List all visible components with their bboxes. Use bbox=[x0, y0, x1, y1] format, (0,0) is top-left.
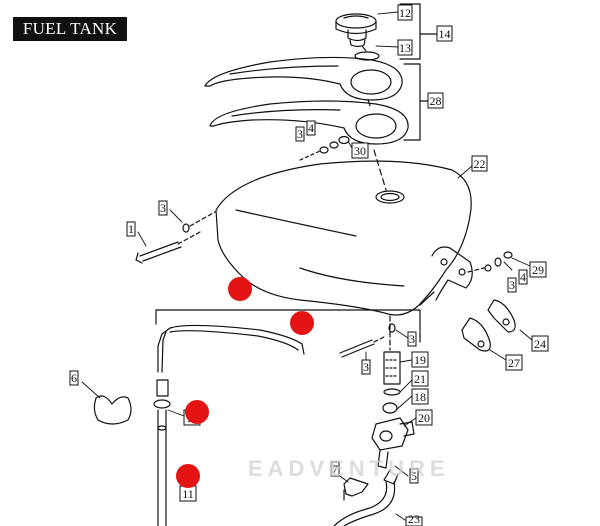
red-marker-2 bbox=[290, 311, 314, 335]
callout-number: 29 bbox=[532, 263, 544, 277]
red-markers bbox=[176, 277, 314, 488]
callout-number: 3 bbox=[160, 201, 166, 215]
callout-number: 13 bbox=[399, 41, 411, 55]
callout-13: 13 bbox=[397, 39, 413, 56]
callout-number: 30 bbox=[354, 144, 366, 158]
rear-fasteners bbox=[467, 251, 513, 273]
callout-number: 19 bbox=[414, 353, 426, 367]
bracket-27 bbox=[461, 317, 491, 352]
callout-3: 3 bbox=[507, 277, 517, 293]
callout-number: 20 bbox=[418, 411, 430, 425]
callout-24: 24 bbox=[531, 335, 549, 352]
callout-number: 22 bbox=[474, 157, 486, 171]
callout-1: 1 bbox=[126, 221, 136, 237]
callout-number: 14 bbox=[439, 27, 451, 41]
callout-22: 22 bbox=[471, 155, 488, 172]
callout-4: 4 bbox=[306, 120, 316, 136]
callout-number: 4 bbox=[520, 270, 526, 284]
gasket-ring bbox=[354, 51, 380, 61]
callout-6: 6 bbox=[69, 370, 79, 386]
red-marker-4 bbox=[176, 464, 200, 488]
callout-number: 11 bbox=[182, 487, 194, 501]
vent-line-bracket bbox=[155, 309, 421, 373]
front-bolt bbox=[135, 211, 216, 264]
callout-number: 3 bbox=[409, 332, 415, 346]
callout-3: 3 bbox=[407, 331, 417, 347]
callout-29: 29 bbox=[529, 261, 547, 278]
callout-18: 18 bbox=[411, 388, 429, 405]
callout-number: 6 bbox=[71, 371, 77, 385]
callout-28: 28 bbox=[427, 92, 444, 109]
tank-console-lower bbox=[209, 100, 409, 145]
hose-clamp bbox=[93, 395, 132, 425]
callout-23: 23 bbox=[405, 512, 423, 526]
red-marker-1 bbox=[228, 277, 252, 301]
callout-number: 3 bbox=[509, 278, 515, 292]
callout-number: 3 bbox=[363, 360, 369, 374]
callout-labels: 1213142834302213294324273319211820610117… bbox=[69, 4, 549, 526]
callout-number: 18 bbox=[414, 390, 426, 404]
callout-20: 20 bbox=[415, 409, 433, 426]
red-marker-3 bbox=[185, 400, 209, 424]
bracket-28 bbox=[403, 63, 421, 141]
callout-3: 3 bbox=[158, 200, 168, 216]
callout-number: 5 bbox=[411, 469, 417, 483]
diagram-title: FUEL TANK bbox=[13, 17, 127, 41]
callout-21: 21 bbox=[411, 370, 429, 387]
fuel-tank-body bbox=[215, 160, 473, 316]
fuel-line-vertical bbox=[153, 379, 171, 526]
callout-3: 3 bbox=[361, 359, 371, 375]
callout-number: 23 bbox=[408, 512, 420, 526]
callout-19: 19 bbox=[411, 351, 429, 368]
o-ring-21 bbox=[383, 388, 401, 396]
callout-number: 1 bbox=[128, 222, 134, 236]
callout-number: 27 bbox=[508, 356, 520, 370]
centerline-dashed bbox=[373, 149, 387, 191]
callout-30: 30 bbox=[351, 142, 369, 159]
console-fasteners bbox=[299, 135, 350, 161]
tank-console-upper bbox=[204, 56, 403, 101]
callout-number: 7 bbox=[332, 462, 338, 476]
callout-27: 27 bbox=[505, 354, 523, 371]
bracket-24 bbox=[487, 299, 516, 333]
callout-7: 7 bbox=[330, 461, 340, 477]
callout-number: 3 bbox=[297, 127, 303, 141]
callout-14: 14 bbox=[436, 25, 453, 42]
fuel-hose bbox=[333, 469, 399, 526]
callout-11: 11 bbox=[179, 485, 197, 502]
callout-4: 4 bbox=[518, 269, 528, 285]
lower-bolt bbox=[339, 315, 396, 358]
fuel-cap bbox=[335, 13, 377, 48]
watermark-text: EADVENTURE bbox=[248, 456, 450, 481]
fuel-petcock bbox=[371, 417, 415, 469]
fuel-filter bbox=[383, 351, 401, 385]
leader-lines bbox=[81, 11, 533, 523]
callout-number: 28 bbox=[430, 94, 442, 108]
callout-number: 12 bbox=[399, 6, 411, 20]
o-ring-18 bbox=[382, 402, 398, 414]
bracket-14 bbox=[399, 3, 421, 60]
callout-number: 4 bbox=[308, 121, 314, 135]
clamp-7 bbox=[343, 477, 369, 497]
callout-3: 3 bbox=[295, 126, 305, 142]
callout-number: 24 bbox=[534, 337, 546, 351]
callout-number: 21 bbox=[414, 372, 426, 386]
callout-5: 5 bbox=[409, 468, 419, 484]
callout-12: 12 bbox=[397, 4, 413, 21]
